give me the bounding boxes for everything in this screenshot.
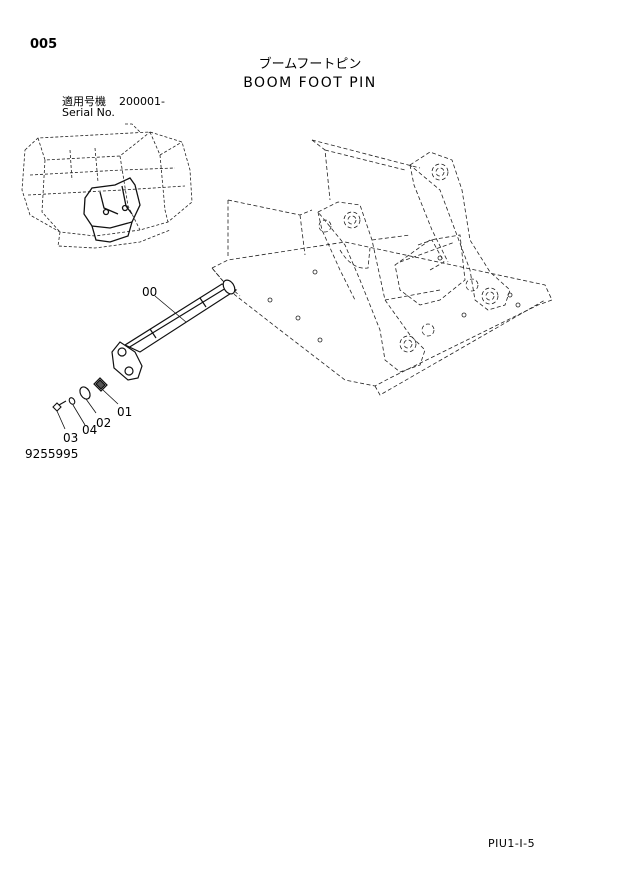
machine-overview-boom-mount-highlight: [83, 177, 141, 243]
callout-leaders: [56, 295, 187, 430]
drawing-number: 9255995: [25, 447, 79, 461]
spacer-01: [93, 377, 108, 392]
callout-label-00: 00: [142, 285, 157, 299]
callout-label-02: 02: [96, 416, 111, 430]
boom-foot-pin-00: [123, 279, 238, 353]
pin-locking-plate: [111, 341, 143, 381]
callout-label-04: 04: [82, 423, 97, 437]
lock-washer-04: [68, 397, 76, 405]
serial-label-japanese: 適用号機: [62, 95, 106, 108]
washer-02: [79, 386, 91, 400]
machine-overview-illustration: [21, 123, 193, 249]
title-japanese: ブームフートピン: [258, 57, 362, 72]
frame-base-plate: [211, 139, 553, 396]
serial-value: 200001-: [119, 95, 165, 108]
bolt-03: [52, 400, 67, 412]
title-english: BOOM FOOT PIN: [243, 75, 377, 91]
page-number: 005: [30, 37, 58, 52]
callout-label-01: 01: [117, 405, 132, 419]
serial-label-english: Serial No.: [62, 106, 115, 119]
callout-label-03: 03: [63, 431, 78, 445]
boom-foot-brackets: [317, 151, 511, 373]
footer-page-code: PIU1-I-5: [488, 837, 536, 850]
